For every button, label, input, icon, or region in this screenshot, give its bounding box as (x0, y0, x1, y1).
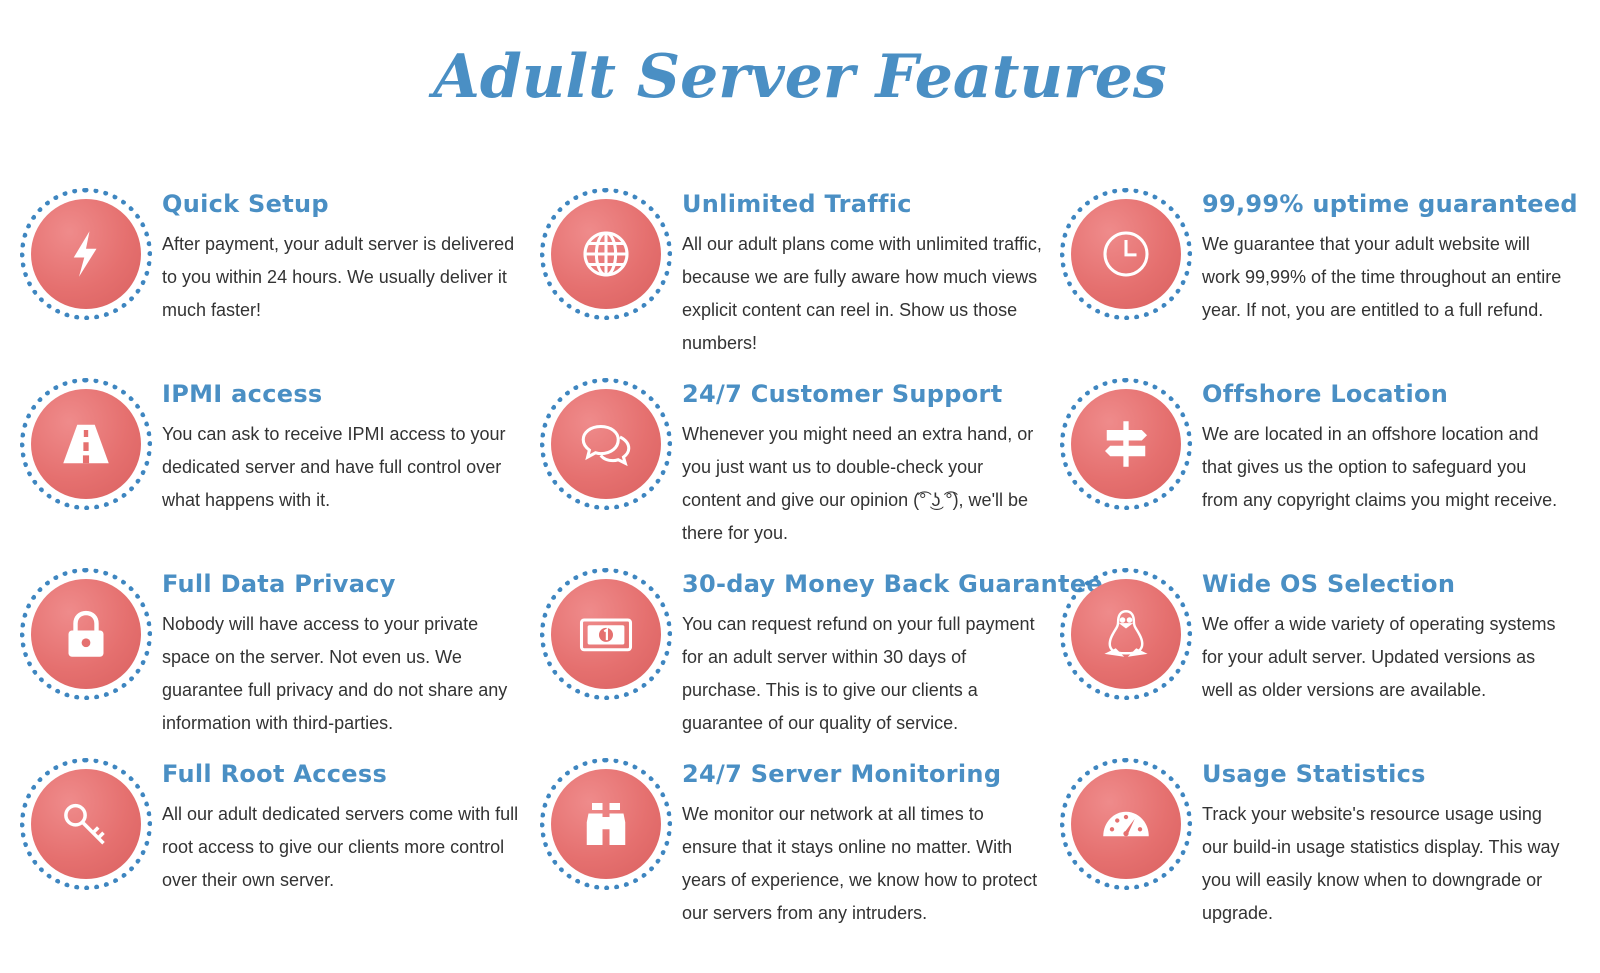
feature-title: Quick Setup (162, 190, 329, 218)
road-icon (63, 424, 109, 464)
feature-usage-statistics: Usage Statistics Track your website's re… (1042, 758, 1562, 948)
feature-title: Full Root Access (162, 760, 388, 788)
feature-title: Usage Statistics (1202, 760, 1426, 788)
feature-description: Whenever you might need an extra hand, o… (682, 424, 1034, 543)
page-title: Adult Server Features (433, 42, 1167, 112)
feature-title: 30-day Money Back Guarantee (682, 570, 1103, 598)
feature-badge (1060, 758, 1192, 890)
feature-badge (1060, 188, 1192, 320)
gauge-icon (1103, 811, 1149, 837)
feature-description: You can request refund on your full paym… (682, 614, 1035, 733)
lightning-icon (73, 231, 97, 277)
feature-unlimited-traffic: Unlimited Traffic All our adult plans co… (522, 188, 1042, 378)
feature-description: We offer a wide variety of operating sys… (1202, 614, 1556, 700)
feature-badge (540, 378, 672, 510)
feature-badge (540, 188, 672, 320)
feature-badge (20, 568, 152, 700)
feature-quick-setup: Quick Setup After payment, your adult se… (2, 188, 522, 378)
feature-badge (20, 378, 152, 510)
feature-badge (540, 568, 672, 700)
money-bill-icon (579, 618, 633, 652)
feature-description: You can ask to receive IPMI access to yo… (162, 424, 506, 510)
feature-title: Offshore Location (1202, 380, 1449, 408)
binoculars-icon (586, 803, 626, 845)
key-icon (64, 803, 105, 845)
feature-os-selection: Wide OS Selection We offer a wide variet… (1042, 568, 1562, 758)
feature-customer-support: 24/7 Customer Support Whenever you might… (522, 378, 1042, 568)
feature-badge (20, 758, 152, 890)
feature-description: All our adult dedicated servers come wit… (162, 804, 519, 890)
feature-money-back: 30-day Money Back Guarantee You can requ… (522, 568, 1103, 758)
feature-description: We are located in an offshore location a… (1202, 424, 1558, 510)
feature-description: Nobody will have access to your private … (162, 614, 508, 733)
feature-title: Wide OS Selection (1202, 570, 1456, 598)
feature-title: Full Data Privacy (162, 570, 396, 598)
feature-description: Track your website's resource usage usin… (1202, 804, 1560, 923)
feature-title: 99,99% uptime guaranteed (1202, 190, 1578, 218)
feature-badge (1060, 378, 1192, 510)
feature-description: We guarantee that your adult website wil… (1202, 234, 1562, 320)
feature-badge (20, 188, 152, 320)
feature-title: 24/7 Customer Support (682, 380, 1003, 408)
feature-title: Unlimited Traffic (682, 190, 912, 218)
feature-badge (1060, 568, 1192, 700)
feature-ipmi-access: IPMI access You can ask to receive IPMI … (2, 378, 522, 568)
feature-title: IPMI access (162, 380, 323, 408)
feature-badge (540, 758, 672, 890)
globe-icon (583, 231, 629, 277)
feature-offshore-location: Offshore Location We are located in an o… (1042, 378, 1562, 568)
feature-description: All our adult plans come with unlimited … (682, 234, 1042, 353)
feature-root-access: Full Root Access All our adult dedicated… (2, 758, 522, 948)
linux-penguin-icon (1104, 610, 1148, 657)
signpost-icon (1105, 421, 1147, 467)
clock-icon (1103, 231, 1149, 277)
chat-bubbles-icon (581, 424, 631, 467)
feature-server-monitoring: 24/7 Server Monitoring We monitor our ne… (522, 758, 1042, 948)
feature-title: 24/7 Server Monitoring (682, 760, 1002, 788)
feature-description: After payment, your adult server is deli… (162, 234, 515, 320)
feature-uptime: 99,99% uptime guaranteed We guarantee th… (1042, 188, 1578, 378)
feature-data-privacy: Full Data Privacy Nobody will have acces… (2, 568, 522, 758)
lock-icon (68, 610, 104, 657)
feature-description: We monitor our network at all times to e… (682, 804, 1038, 923)
